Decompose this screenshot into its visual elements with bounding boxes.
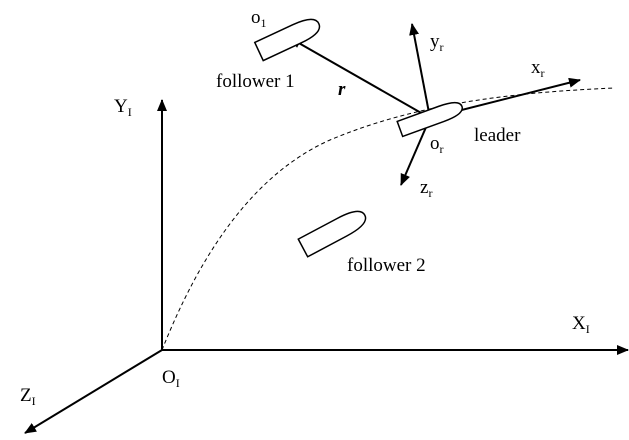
- inertial-x-label: XI: [572, 313, 590, 336]
- reference-z-label: zr: [420, 177, 433, 200]
- leader-label: leader: [474, 125, 521, 146]
- reference-origin-label: or: [430, 133, 444, 156]
- leader-boat: [396, 101, 464, 138]
- reference-z-axis: [400, 117, 431, 186]
- follower1-label: follower 1: [216, 71, 295, 92]
- follower1-boat: [253, 18, 321, 62]
- follower2-boat: [297, 210, 367, 258]
- leader-trajectory: [161, 87, 616, 351]
- follower1-origin-label: o1: [251, 7, 267, 30]
- reference-x-label: xr: [531, 57, 545, 80]
- relative-position-vector: [289, 37, 431, 119]
- inertial-z-axis: [24, 349, 163, 434]
- inertial-y-label: YI: [114, 96, 132, 119]
- relative-vector-label: r: [338, 79, 346, 100]
- inertial-origin-label: OI: [162, 367, 180, 390]
- inertial-z-label: ZI: [20, 385, 36, 408]
- reference-y-label: yr: [430, 31, 444, 54]
- reference-y-axis: [409, 23, 431, 119]
- follower2-label: follower 2: [347, 255, 426, 276]
